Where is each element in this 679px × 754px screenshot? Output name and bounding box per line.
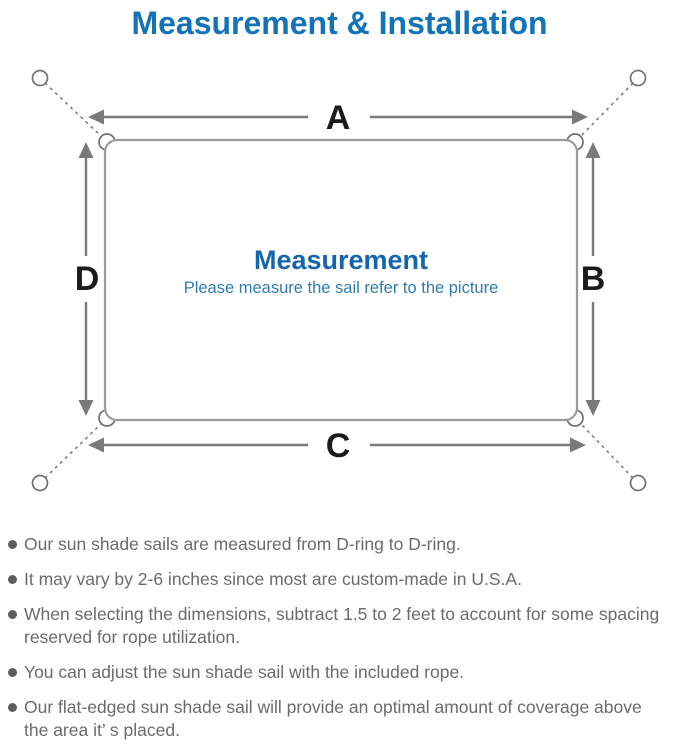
bullet-icon <box>8 575 17 584</box>
note-item: Our sun shade sails are measured from D-… <box>8 533 674 556</box>
sail-outline <box>103 138 579 422</box>
dim-c-right-arrowhead-icon <box>570 437 586 453</box>
notes-list: Our sun shade sails are measured from D-… <box>8 533 674 754</box>
anchor-ring-top-right <box>629 69 647 87</box>
bullet-icon <box>8 540 17 549</box>
rope-line-bottom-right <box>580 423 634 479</box>
dim-d-up-arrowhead-icon <box>78 142 94 158</box>
bullet-icon <box>8 703 17 712</box>
anchor-ring-top-left <box>31 69 49 87</box>
note-text: When selecting the dimensions, subtract … <box>24 604 660 647</box>
note-text: It may vary by 2-6 inches since most are… <box>24 569 522 589</box>
dim-c-left-arrowhead-icon <box>88 437 104 453</box>
measurement-diagram: A C D B Measurement Please measure the s… <box>31 69 647 492</box>
bullet-icon <box>8 610 17 619</box>
note-text: Our flat-edged sun shade sail will provi… <box>24 697 642 740</box>
note-item: You can adjust the sun shade sail with t… <box>8 661 674 684</box>
dim-label-b: B <box>581 260 606 298</box>
dim-b-up-arrowhead-icon <box>585 142 601 158</box>
note-text: You can adjust the sun shade sail with t… <box>24 662 465 682</box>
dim-a-right-arrowhead-icon <box>572 109 588 125</box>
dim-label-c: C <box>326 427 351 465</box>
diagram-center-subtitle: Please measure the sail refer to the pic… <box>184 279 499 297</box>
anchor-ring-bottom-right <box>629 474 647 492</box>
dim-label-d: D <box>75 260 100 298</box>
diagram-center-title: Measurement <box>254 245 428 275</box>
dim-a-left-arrowhead-icon <box>88 109 104 125</box>
anchor-ring-bottom-left <box>31 474 49 492</box>
page-title: Measurement & Installation <box>131 5 548 41</box>
note-item: When selecting the dimensions, subtract … <box>8 603 674 649</box>
note-text: Our sun shade sails are measured from D-… <box>24 534 461 554</box>
note-item: Our flat-edged sun shade sail will provi… <box>8 696 674 742</box>
dim-d-down-arrowhead-icon <box>78 400 94 416</box>
rope-line-top-left <box>44 82 102 137</box>
rope-line-top-right <box>580 82 634 137</box>
dim-b-down-arrowhead-icon <box>585 400 601 416</box>
bullet-icon <box>8 668 17 677</box>
rope-line-bottom-left <box>44 423 102 479</box>
dim-label-a: A <box>326 99 351 137</box>
note-item: It may vary by 2-6 inches since most are… <box>8 568 674 591</box>
